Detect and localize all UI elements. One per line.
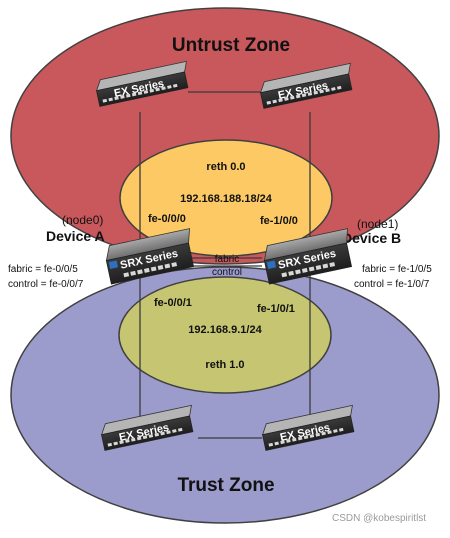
trust-zone (10, 266, 440, 524)
ex-switch-bottom-left[interactable]: EX Series (99, 404, 196, 451)
untrust-zone-title: Untrust Zone (172, 35, 290, 56)
device-a-title: Device A (46, 228, 105, 244)
ex-switch-top-left[interactable]: EX Series (94, 60, 191, 107)
device-b-fabric: fabric = fe-1/0/5 (362, 264, 432, 275)
device-b-title: Device B (342, 230, 401, 246)
device-b-bottom-port: fe-1/0/1 (257, 303, 295, 315)
ex-switch-bottom-right[interactable]: EX Series (260, 404, 357, 451)
fabric-link-label: fabric (215, 254, 239, 265)
device-b-top-port: fe-1/0/0 (260, 215, 298, 227)
reth-top-area (119, 139, 333, 257)
ex-switch-top-right[interactable]: EX Series (258, 62, 355, 109)
device-a-top-port: fe-0/0/0 (148, 213, 186, 225)
device-b-node: (node1) (357, 217, 398, 231)
srx-device-a[interactable]: SRX Series (103, 228, 197, 285)
trust-zone-title: Trust Zone (177, 475, 274, 496)
srx-device-b[interactable]: SRX Series (261, 228, 355, 285)
reth-top-name: reth 0.0 (206, 161, 245, 173)
watermark: CSDN @kobespiritlst (332, 513, 426, 524)
device-a-control: control = fe-0/0/7 (8, 279, 84, 290)
reth-bottom-name: reth 1.0 (205, 359, 244, 371)
device-b-control: control = fe-1/0/7 (354, 279, 430, 290)
reth-bottom-ip: 192.168.9.1/24 (188, 324, 262, 336)
reth-top-ip: 192.168.188.18/24 (180, 193, 273, 205)
control-link-label: control (212, 267, 242, 278)
device-a-node: (node0) (62, 213, 103, 227)
reth-bottom-area (118, 276, 332, 394)
device-a-fabric: fabric = fe-0/0/5 (8, 264, 78, 275)
device-a-bottom-port: fe-0/0/1 (154, 297, 192, 309)
